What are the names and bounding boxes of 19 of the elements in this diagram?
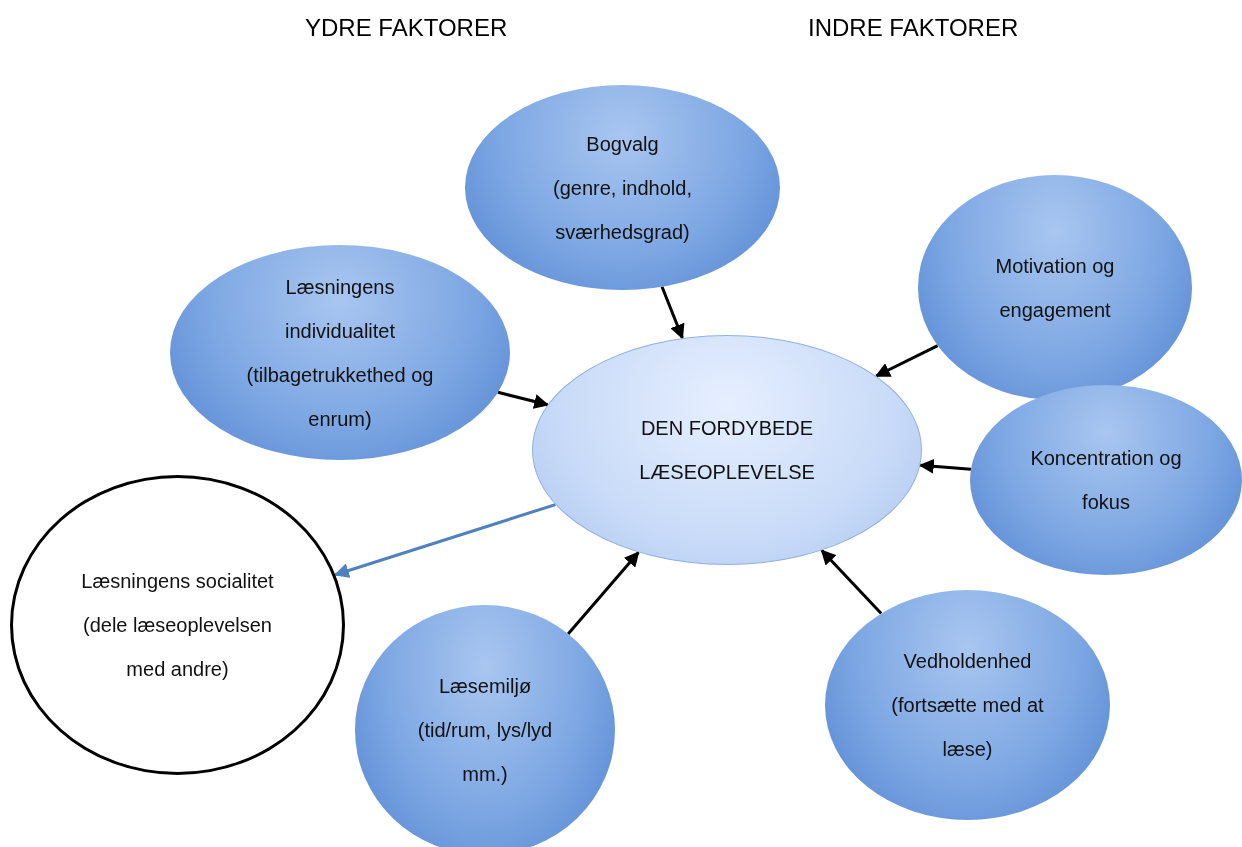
arrow [820, 549, 883, 615]
node-text: Motivation og engagement [994, 253, 1116, 323]
node-text: (genre, indhold, sværhedsgrad) [552, 175, 693, 245]
arrow [874, 344, 939, 378]
node-text: DEN FORDYBEDE LÆSEOPLEVELSE [638, 416, 816, 485]
node-text: (tid/rum, lys/lyd mm.) [416, 718, 554, 787]
node-text: (tilbagetrukkethed og enrum) [245, 362, 435, 432]
node-text: Læsemiljø [437, 674, 533, 699]
arrow [660, 286, 685, 340]
node-text: Læsningens socialitet (dele læseoplevelsen med andre) [80, 569, 275, 682]
column-heading: INDRE FAKTORER [808, 14, 1019, 42]
column-heading: YDRE FAKTORER [305, 14, 508, 42]
arrow [497, 390, 550, 409]
node-text: (fortsætte med at læse) [890, 693, 1045, 762]
node-text: Koncentration og fokus [1029, 446, 1183, 515]
node-text: Bogvalg [585, 131, 660, 157]
node-text: Læsningens individualitet [283, 274, 397, 344]
arrow [566, 551, 640, 635]
node-text: Vedholdenhed [902, 649, 1033, 674]
